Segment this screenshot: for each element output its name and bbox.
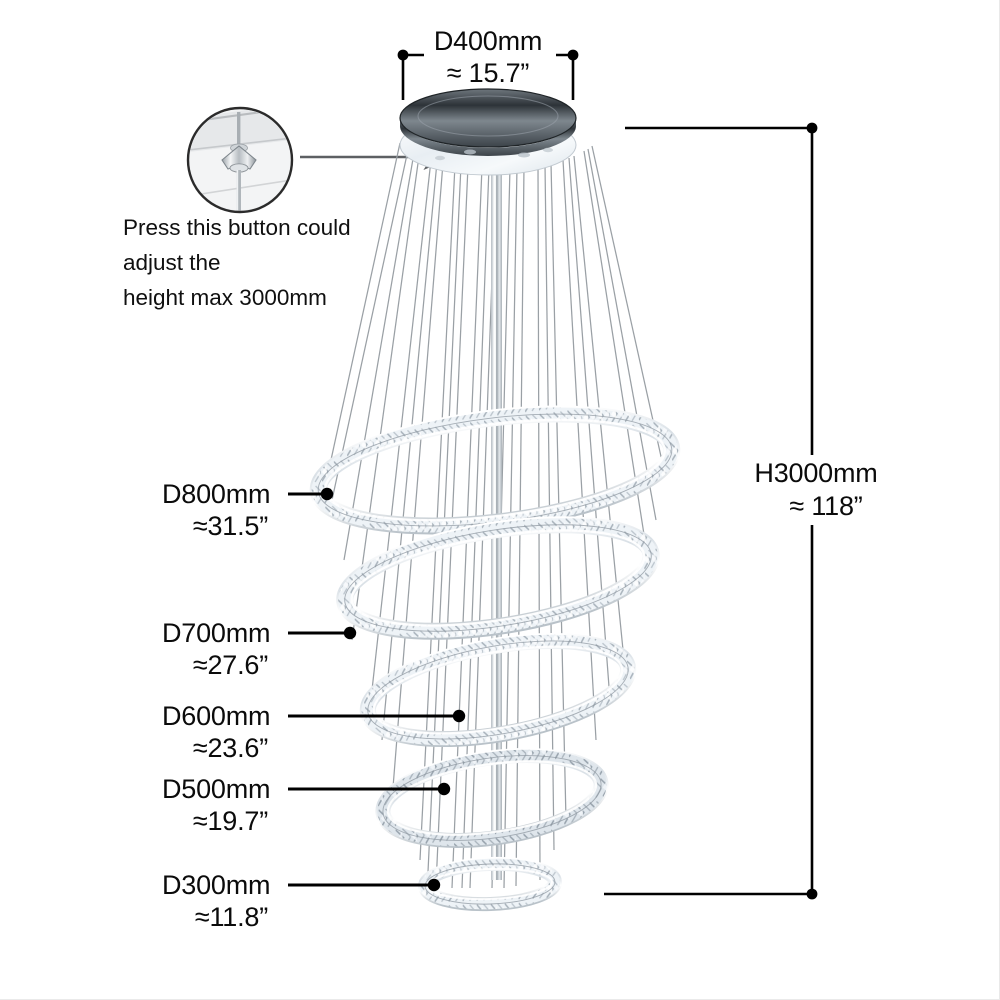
note-line-3: height max 3000mm	[123, 285, 327, 310]
canopy-rim	[400, 118, 576, 156]
adjust-button-photo	[189, 109, 291, 211]
detail-wire-bottom	[236, 170, 241, 211]
ring-label-d700: D700mm ≈27.6”	[162, 618, 357, 680]
ring-d500-imperial: ≈19.7”	[193, 806, 268, 836]
leader-dot-d700	[343, 626, 357, 640]
ring-d800-metric: D800mm	[162, 479, 270, 509]
leader-dot-d500	[437, 782, 451, 796]
leader-dot-d800	[320, 487, 334, 501]
ring-label-d300: D300mm ≈11.8”	[162, 870, 441, 932]
ring-d500-metric: D500mm	[162, 774, 270, 804]
height-dimension-metric: H3000mm	[754, 458, 877, 488]
gripper-button	[221, 145, 257, 170]
ring-label-d500: D500mm ≈19.7”	[162, 774, 451, 836]
detail-circle-group	[186, 106, 294, 214]
leader-dot-d300	[427, 878, 441, 892]
canopy-top-plate	[399, 88, 577, 148]
note-text-group: Press this button could adjust the heigh…	[123, 215, 351, 310]
top-dimension-metric: D400mm	[434, 26, 542, 56]
ring-d600-metric: D600mm	[162, 701, 270, 731]
top-dimension-group: D400mm ≈ 15.7”	[397, 26, 579, 100]
ring-d300-imperial: ≈11.8”	[195, 902, 268, 932]
ring-label-d600: D600mm ≈23.6”	[162, 701, 466, 763]
ring-d700-imperial: ≈27.6”	[193, 650, 268, 680]
height-dimension-imperial: ≈ 118”	[789, 491, 862, 521]
detail-wire-top	[237, 112, 241, 144]
ring-d700	[336, 516, 660, 640]
ring-label-d800: D800mm ≈31.5”	[162, 479, 334, 541]
ring-d300	[418, 856, 562, 912]
chandelier-product	[309, 88, 681, 912]
ring-d600	[359, 632, 637, 748]
top-dim-text-mask	[424, 26, 556, 58]
ceiling-canopy	[399, 88, 577, 176]
note-line-2: adjust the	[123, 250, 221, 275]
leader-dot-d600	[452, 709, 466, 723]
height-dimension-group: H3000mm ≈ 118”	[604, 122, 878, 900]
ring-d700-metric: D700mm	[162, 618, 270, 648]
ring-d600-imperial: ≈23.6”	[193, 733, 268, 763]
note-line-1: Press this button could	[123, 215, 351, 240]
ring-d800-imperial: ≈31.5”	[193, 511, 268, 541]
ring-d500	[375, 748, 609, 848]
top-dimension-imperial: ≈ 15.7”	[447, 58, 529, 88]
ring-d300-metric: D300mm	[162, 870, 270, 900]
